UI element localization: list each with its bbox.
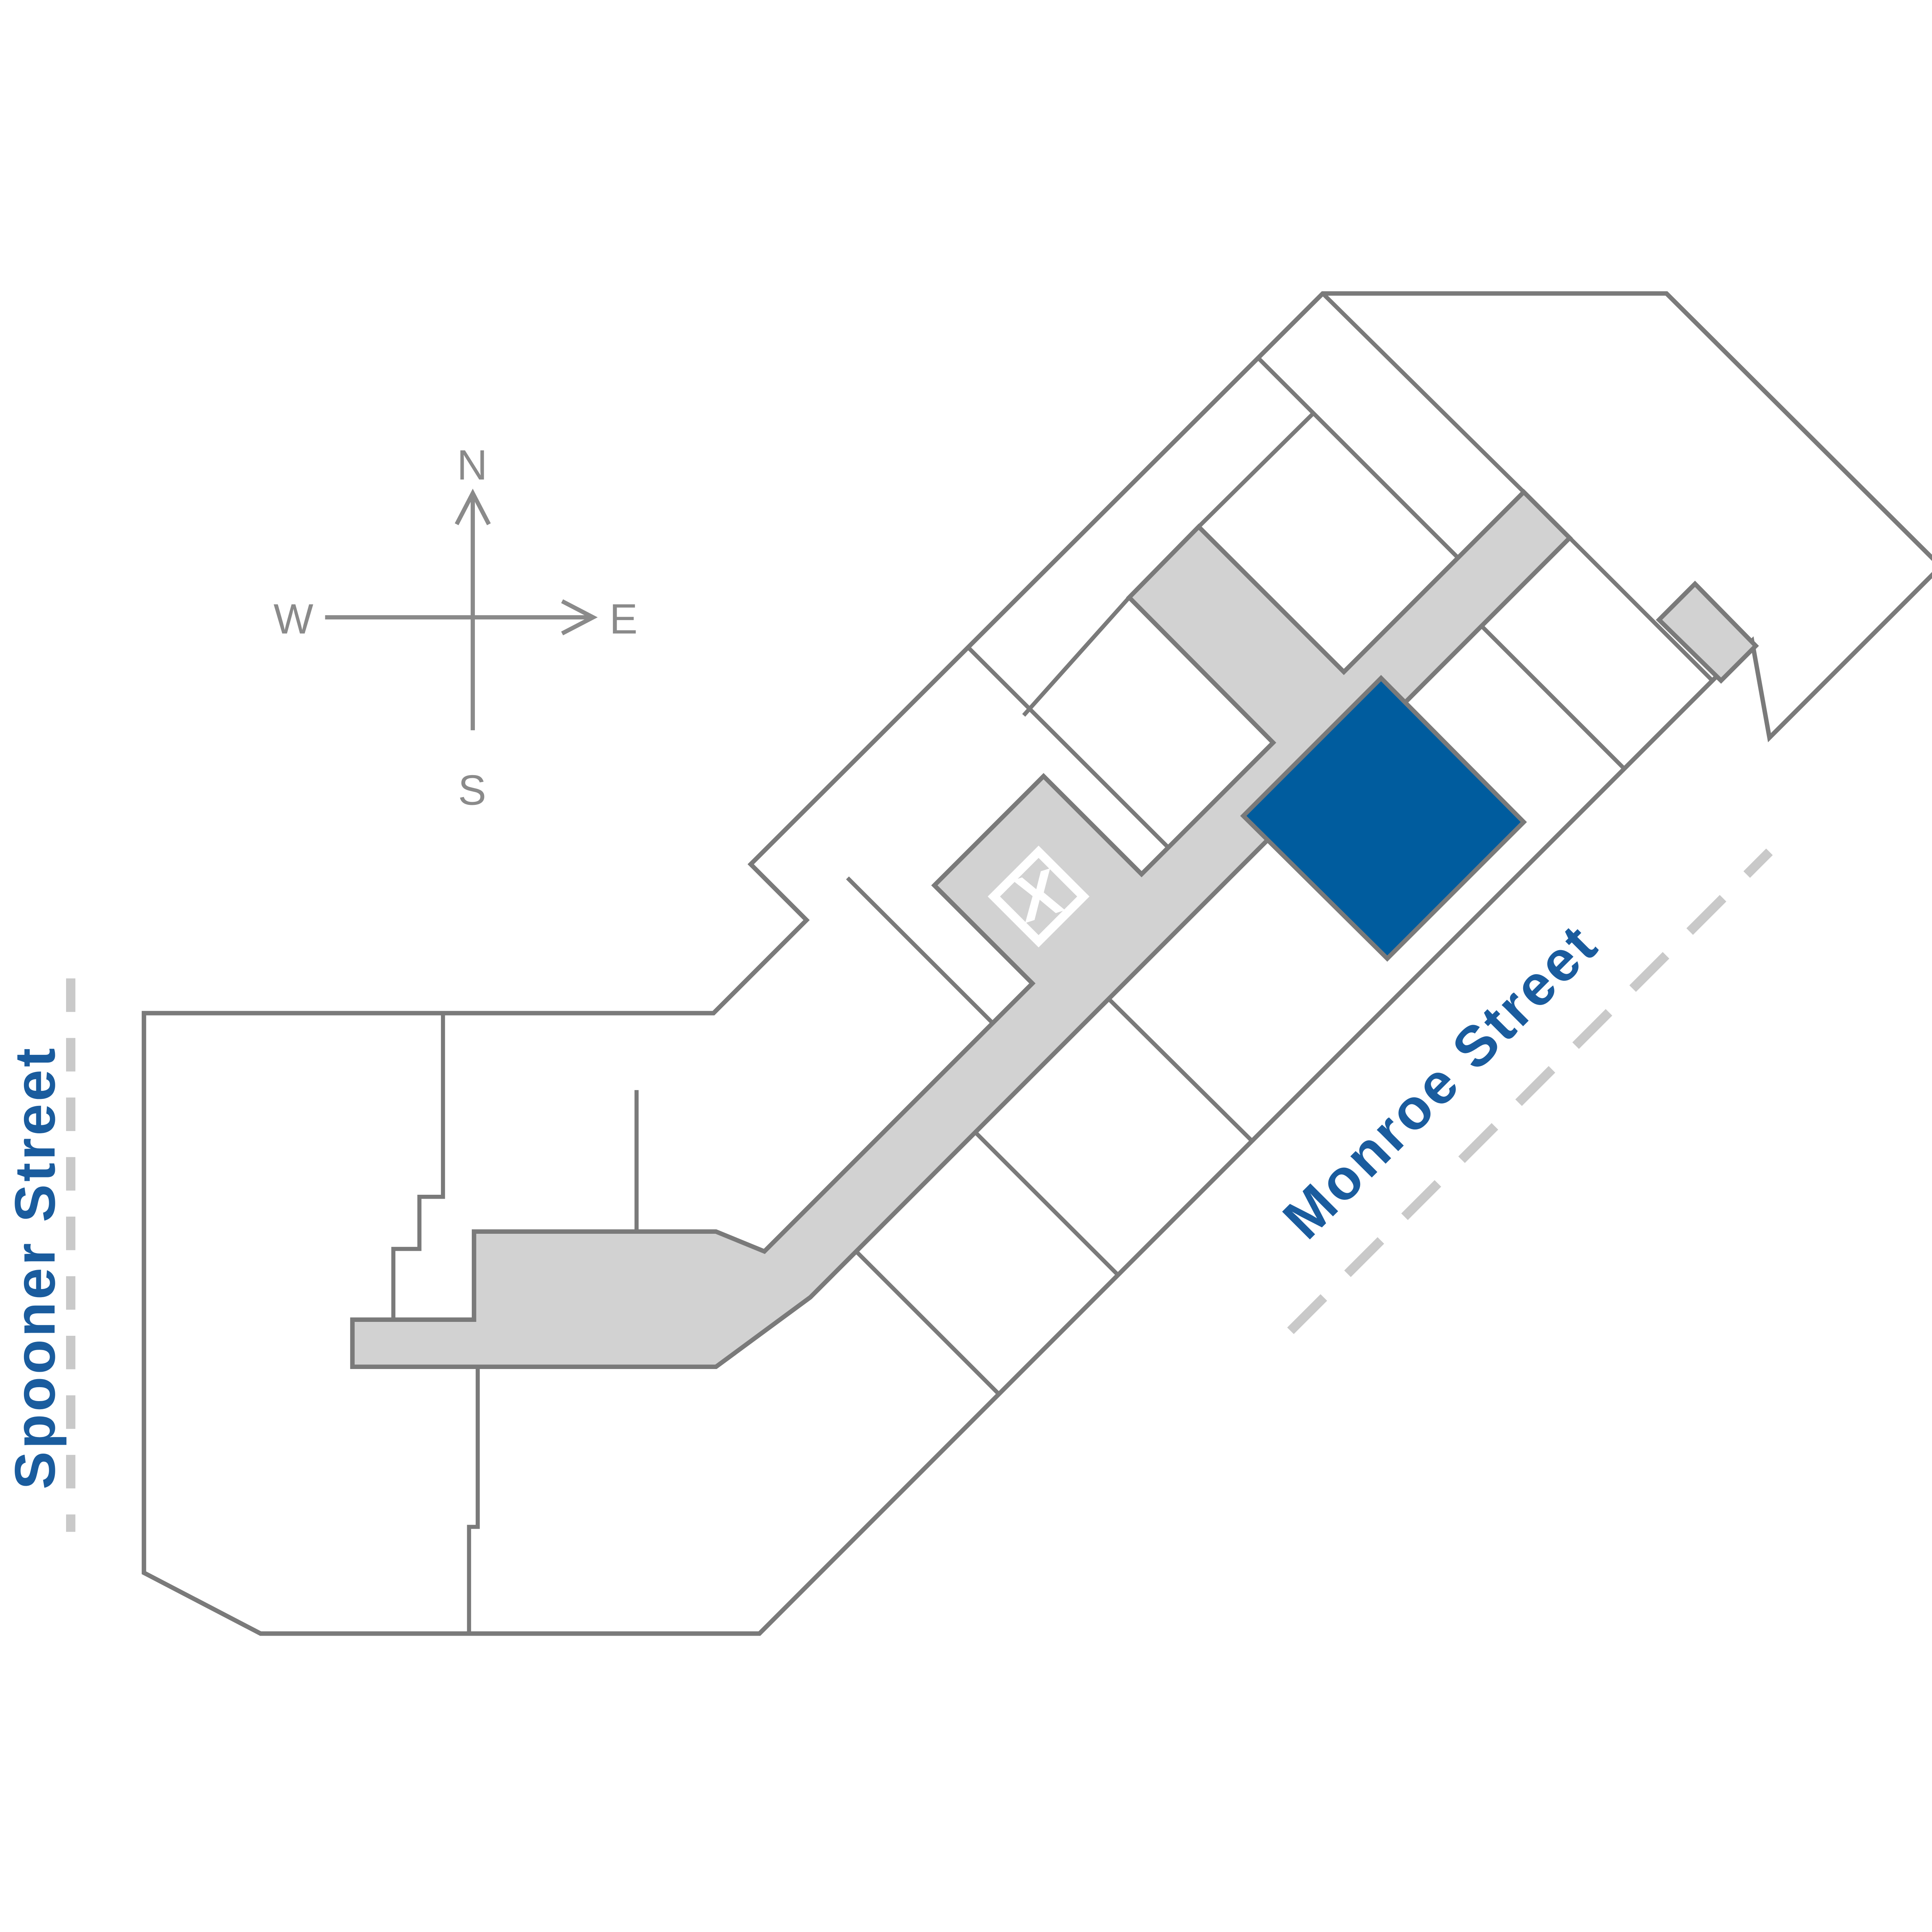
compass-west-label: W: [274, 595, 315, 643]
spooner-street-label: Spooner Street: [3, 1046, 67, 1490]
building-footprint: [141, 291, 1932, 1636]
spooner-street: Spooner Street: [3, 978, 76, 1532]
compass-north-label: N: [457, 442, 488, 489]
corridor-common-area: [350, 489, 1573, 1369]
compass-icon: N S W E: [274, 442, 639, 814]
compass-south-label: S: [458, 767, 487, 814]
corridor-service-strip: [1656, 580, 1759, 684]
compass-east-label: E: [609, 595, 639, 643]
monroe-street-dashed-line: [1287, 849, 1773, 1334]
x-marker[interactable]: X: [988, 845, 1090, 947]
x-marker-diamond-icon: [988, 845, 1090, 947]
compass-north-arrowhead-icon: [454, 488, 491, 526]
compass-east-arrowhead-icon: [561, 599, 598, 636]
highlighted-unit[interactable]: [1240, 675, 1527, 962]
unit-divider-walls: [391, 292, 1714, 1634]
